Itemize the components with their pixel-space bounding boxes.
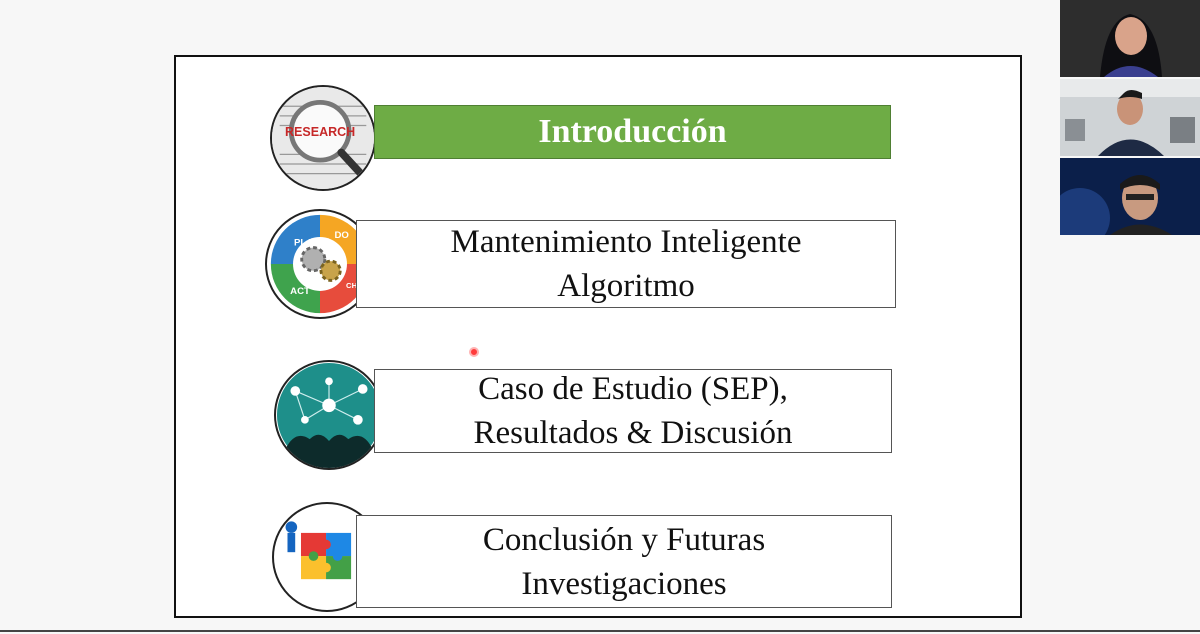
agenda-item-text-line-1: Conclusión y Futuras [482, 521, 766, 558]
agenda-item-text-line-1: Caso de Estudio (SEP), [478, 371, 788, 407]
network-people-icon [274, 360, 384, 470]
agenda-item-text-line-2: Algoritmo [557, 268, 695, 304]
agenda-item-text: Introducción [538, 113, 727, 150]
agenda-item-text-line-2: Resultados & Discusión [473, 415, 793, 451]
presentation-slide: RESEARCH Introducción PLAN DO CHECK ACT … [174, 55, 1022, 618]
screen-bottom-divider [0, 630, 1200, 632]
pdca-plan-label: PLAN [294, 238, 320, 249]
participant-video-tile-1[interactable] [1060, 0, 1200, 77]
agenda-item-conclusion: Conclusión y Futuras Investigaciones [356, 515, 892, 608]
agenda-item-caso-de-estudio: Caso de Estudio (SEP), Resultados & Disc… [374, 369, 892, 453]
pdca-gears-icon: PLAN DO CHECK ACT [265, 209, 375, 319]
agenda-item-mantenimiento: Mantenimiento Inteligente Algoritmo [356, 220, 896, 308]
participant-video-tile-2[interactable] [1060, 79, 1200, 156]
research-icon-label: RESEARCH [285, 125, 355, 139]
pdca-do-label: DO [334, 230, 349, 241]
research-magnifier-icon: RESEARCH [270, 85, 376, 191]
pdca-act-label: ACT [290, 286, 310, 297]
agenda-item-text-line-2: Investigaciones [521, 565, 727, 602]
puzzle-people-icon [272, 502, 382, 612]
agenda-item-text-line-1: Mantenimiento Inteligente [450, 224, 802, 260]
participant-video-tile-3[interactable] [1060, 158, 1200, 235]
pointer-cursor-dot [469, 347, 479, 357]
agenda-item-introduccion: Introducción [374, 105, 891, 159]
